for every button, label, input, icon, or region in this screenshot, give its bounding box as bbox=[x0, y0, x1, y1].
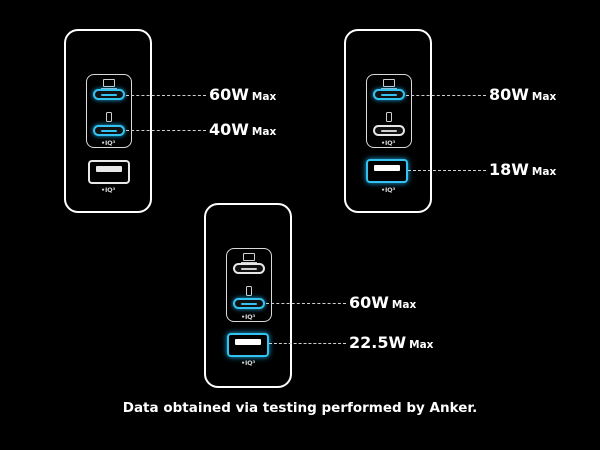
leader-line bbox=[266, 303, 346, 304]
usbc-port-group-left bbox=[86, 74, 132, 148]
usba-port-left bbox=[88, 160, 130, 184]
laptop-icon bbox=[241, 253, 257, 263]
leader-line bbox=[126, 95, 206, 96]
usba-port-right bbox=[366, 159, 408, 183]
leader-line bbox=[408, 170, 486, 171]
charger-right bbox=[344, 29, 432, 213]
phone-icon bbox=[246, 286, 252, 296]
phone-icon bbox=[106, 112, 112, 122]
usbc-port-group-bottom bbox=[226, 248, 272, 322]
charger-left bbox=[64, 29, 152, 213]
usbc-port-1-right bbox=[373, 89, 405, 100]
iq-logo: •IQ³ bbox=[101, 186, 116, 194]
iq-logo: •IQ³ bbox=[241, 313, 256, 321]
usbc-port-group-right bbox=[366, 74, 412, 148]
iq-logo: •IQ³ bbox=[381, 186, 396, 194]
footer-note: Data obtained via testing performed by A… bbox=[122, 400, 478, 416]
usbc-port-2-right bbox=[373, 125, 405, 136]
usbc-port-1-bottom bbox=[233, 263, 265, 274]
phone-icon bbox=[386, 112, 392, 122]
laptop-icon bbox=[381, 79, 397, 89]
iq-logo: •IQ³ bbox=[381, 139, 396, 147]
iq-logo: •IQ³ bbox=[101, 139, 116, 147]
leader-line bbox=[269, 343, 346, 344]
leader-line bbox=[126, 130, 206, 131]
usbc-port-2-left bbox=[93, 125, 125, 136]
usbc-port-1-left bbox=[93, 89, 125, 100]
charger-bottom bbox=[204, 203, 292, 388]
leader-line bbox=[406, 95, 486, 96]
usbc-port-2-bottom bbox=[233, 298, 265, 309]
usba-port-bottom bbox=[227, 333, 269, 357]
iq-logo: •IQ³ bbox=[241, 359, 256, 367]
laptop-icon bbox=[101, 79, 117, 89]
